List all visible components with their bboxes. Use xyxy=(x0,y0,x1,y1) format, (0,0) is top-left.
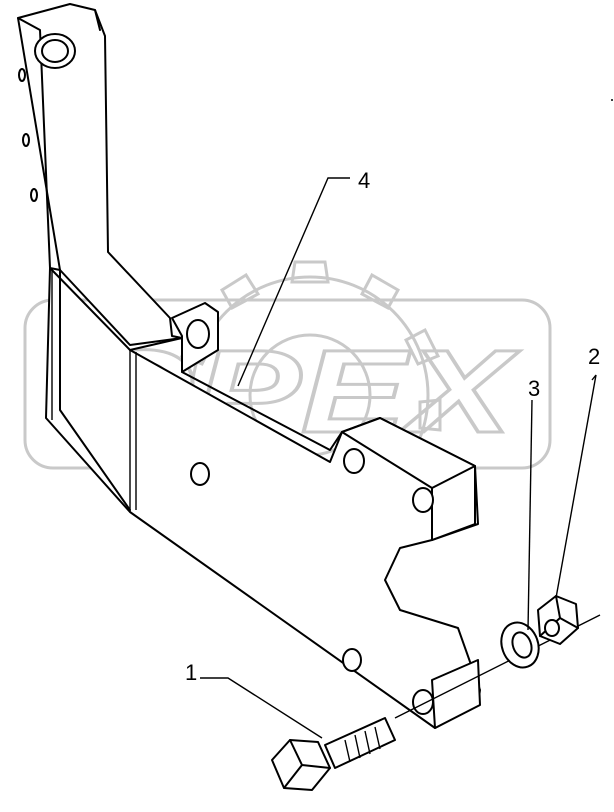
callout-label-1: 1 xyxy=(185,660,197,685)
leader-1 xyxy=(200,677,323,739)
bolt-shank xyxy=(324,717,396,769)
plate-hole-5 xyxy=(412,689,434,715)
leader-2 xyxy=(555,374,597,599)
bolt-thread xyxy=(344,726,381,763)
leader-4 xyxy=(237,177,350,387)
plate-hole-1 xyxy=(190,462,210,486)
callout-label-3: 3 xyxy=(528,376,540,401)
leader-3 xyxy=(527,399,533,631)
speck xyxy=(611,99,613,101)
nut-bore xyxy=(544,619,560,637)
plate-hole-2 xyxy=(343,448,365,474)
plate-hole-4 xyxy=(342,648,362,672)
side-hole-1 xyxy=(18,68,26,82)
callout-label-4: 4 xyxy=(358,168,370,193)
hex-bolt xyxy=(271,717,396,791)
plate-hole-3 xyxy=(412,487,434,513)
bracket-plate-inner-edge xyxy=(59,269,131,511)
bracket xyxy=(17,3,481,729)
callout-label-2: 2 xyxy=(588,344,600,369)
bracket-lower-pad xyxy=(431,659,481,729)
bracket-arm-edge xyxy=(17,17,61,271)
bracket-tab-hole xyxy=(186,319,210,349)
lock-washer xyxy=(500,621,540,669)
callout-leaders xyxy=(200,177,597,739)
side-hole-2 xyxy=(22,133,30,147)
bracket-arm xyxy=(17,3,183,346)
hex-nut xyxy=(537,595,579,645)
side-hole-3 xyxy=(30,188,38,202)
bracket-arm-top-edge xyxy=(94,9,101,31)
bracket-plate xyxy=(45,267,481,729)
